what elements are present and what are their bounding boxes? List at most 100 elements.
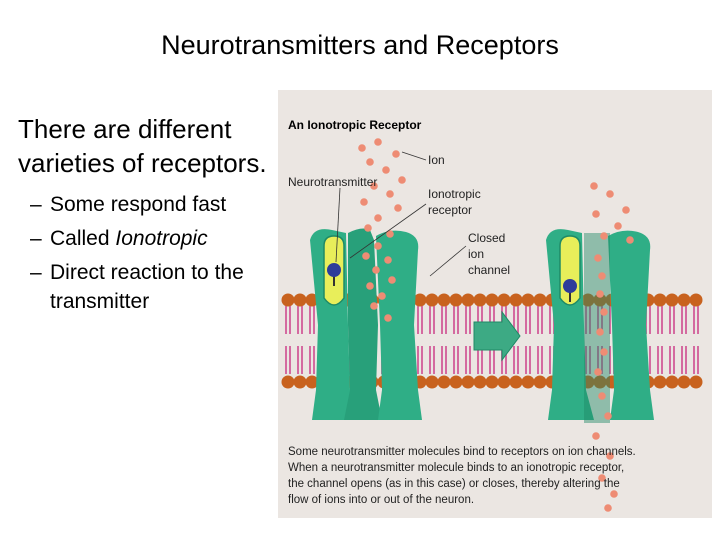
lipid-head [521,375,535,389]
figure-heading: An Ionotropic Receptor [288,118,422,132]
lipid-head [305,293,319,307]
bullet-item: – Some respond fast [18,190,280,219]
ion [596,290,604,298]
bullet-italic-term: Ionotropic [115,227,208,250]
slide-body: There are different varieties of recepto… [18,112,280,321]
neurotransmitter-molecule [563,279,577,293]
ion [604,504,612,512]
ion [592,432,600,440]
lipid-head [497,293,511,307]
ion [590,182,598,190]
bullet-text: Some respond fast [50,193,227,216]
lipid-head [677,293,691,307]
slide-title: Neurotransmitters and Receptors [161,30,559,60]
ion [394,204,402,212]
lead-text: There are different varieties of recepto… [18,114,267,178]
receptor-label-line1: Ionotropic [428,187,481,201]
bullet-item: – Direct reaction to the transmitter [18,258,280,316]
ion [386,230,394,238]
bullet-dash: – [30,261,42,284]
lipid-head [473,293,487,307]
ion [600,308,608,316]
ion [358,144,366,152]
ion [600,232,608,240]
channel-label-line1: Closed [468,231,505,245]
bullet-item: – Called Ionotropic [18,224,280,253]
channel-subunit-right [608,230,654,420]
ion [362,252,370,260]
lipid-head [449,293,463,307]
bullet-text: Direct reaction to the transmitter [50,261,244,313]
transition-arrow [473,310,521,362]
ion [374,138,382,146]
lipid-head [449,375,463,389]
channel-label-line3: channel [468,263,510,277]
lipid-head [293,375,307,389]
lipid-head [677,375,691,389]
ion [386,190,394,198]
lipid-head [689,293,703,307]
lipid-head [281,293,295,307]
caption-line: the channel opens (as in this case) or c… [288,478,620,490]
lipid-head [593,375,607,389]
ion [370,182,378,190]
ionotropic-receptor-figure: An Ionotropic Receptor [278,90,712,518]
ion [596,328,604,336]
bullet-dash: – [30,227,42,250]
ion [398,176,406,184]
caption-line: Some neurotransmitter molecules bind to … [288,446,636,458]
ion [384,256,392,264]
receptor-leader [349,203,427,259]
bullet-dash: – [30,193,42,216]
ions-group [358,138,634,512]
ion [626,236,634,244]
neurotransmitter-leader [335,187,341,263]
ion [364,224,372,232]
caption-line: When a neurotransmitter molecule binds t… [288,462,624,474]
ion [366,282,374,290]
channel-subunit-left [546,229,594,420]
figure-svg: An Ionotropic Receptor [278,90,712,518]
lipid-head [413,293,427,307]
lipid-head [521,293,535,307]
lipid-head [437,375,451,389]
lipid-head [509,375,523,389]
ion [606,190,614,198]
ion [622,206,630,214]
lipid-head [473,375,487,389]
ion [598,474,606,482]
ion [374,242,382,250]
ion [370,302,378,310]
ion [610,490,618,498]
ion [594,368,602,376]
ion [614,222,622,230]
closed-ion-channel [310,228,422,420]
lipid-head [497,375,511,389]
lipid-head [593,293,607,307]
bullet-text: Called [50,227,116,250]
caption-line: flow of ions into or out of the neuron. [288,494,474,506]
lipid-head [305,375,319,389]
lipid-head [293,293,307,307]
open-channel-pore [584,233,610,423]
label-leaders [335,151,467,277]
bullet-list: – Some respond fast – Called Ionotropic … [18,190,280,316]
lipid-head [425,375,439,389]
neurotransmitter-molecule [327,263,341,277]
lipid-head [281,375,295,389]
lipid-head [485,293,499,307]
ion [388,276,396,284]
lipid-head [485,375,499,389]
ion [360,198,368,206]
ion [374,214,382,222]
channel-leader [429,245,467,277]
channel-label-line2: ion [468,247,484,261]
lipid-head [533,375,547,389]
lipid-head [653,375,667,389]
ion [600,348,608,356]
ion [384,314,392,322]
ion [594,254,602,262]
channel-subunit-left [310,229,358,420]
ion [382,166,390,174]
open-ion-channel [546,229,654,423]
